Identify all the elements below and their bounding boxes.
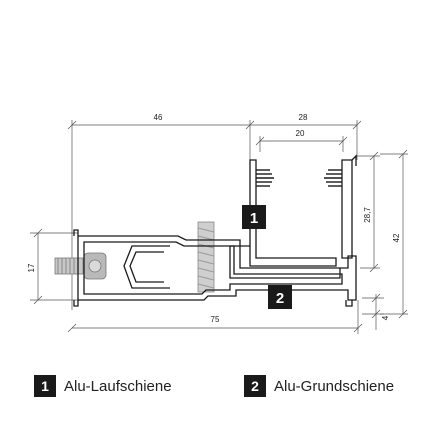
dim-42-label: 42 bbox=[392, 233, 401, 242]
brush-seals bbox=[256, 169, 342, 187]
marker-2-label: 2 bbox=[276, 290, 284, 307]
base-rail-profile bbox=[73, 229, 357, 307]
dim-75-label: 75 bbox=[211, 315, 220, 324]
dimension-lines bbox=[30, 120, 408, 334]
legend-label-running-rail: Alu-Laufschiene bbox=[64, 377, 172, 395]
marker-2: 2 bbox=[268, 285, 292, 309]
legend-item-base-rail: 2 Alu-Grundschiene bbox=[244, 373, 394, 399]
dim-28-7-label: 28,7 bbox=[363, 207, 372, 223]
dim-20-label: 20 bbox=[296, 129, 305, 138]
dim-46-label: 46 bbox=[154, 113, 163, 122]
running-rail-profile bbox=[229, 154, 357, 279]
legend-label-base-rail: Alu-Grundschiene bbox=[274, 377, 395, 395]
dim-17-label: 17 bbox=[27, 263, 36, 272]
legend-number-2: 2 bbox=[244, 375, 266, 397]
dim-4-label: 4 bbox=[381, 315, 390, 320]
marker-1-label: 1 bbox=[250, 210, 258, 227]
legend-item-running-rail: 1 Alu-Laufschiene bbox=[34, 373, 172, 399]
legend-number-1: 1 bbox=[34, 375, 56, 397]
marker-1: 1 bbox=[242, 205, 266, 229]
dim-28-label: 28 bbox=[299, 113, 308, 122]
